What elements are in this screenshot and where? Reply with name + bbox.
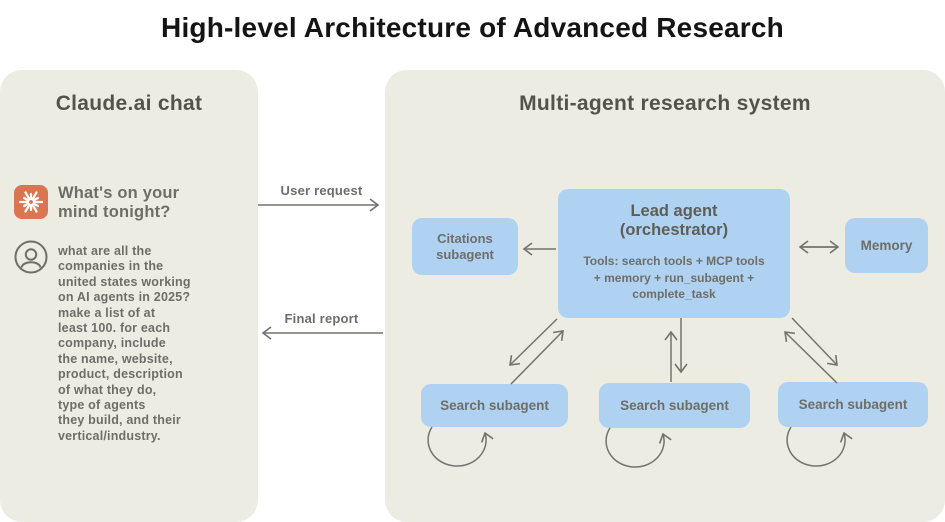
user-avatar-icon (14, 240, 48, 274)
page-title: High-level Architecture of Advanced Rese… (161, 12, 784, 43)
claude-spark-icon (14, 185, 48, 219)
user-request-label: User request (280, 183, 363, 198)
search-subagent-box-2: Search subagent (599, 383, 750, 428)
search-subagent-box-3: Search subagent (778, 382, 928, 427)
search-subagent-box-1: Search subagent (421, 384, 568, 427)
assistant-message-text: What's on your mind tonight? (58, 184, 180, 221)
multi-agent-heading: Multi-agent research system (519, 92, 811, 115)
citations-subagent-box: Citations subagent (412, 218, 518, 275)
memory-box: Memory (845, 218, 928, 273)
claude-chat-heading: Claude.ai chat (55, 92, 203, 115)
claude-chat-panel: Claude.ai chat What's on your mind tonig… (0, 70, 258, 522)
lead-agent-box: Lead agent (orchestrator) Tools: search … (558, 189, 790, 318)
lead-agent-tools-text: Tools: search tools + MCP tools + memory… (583, 254, 765, 301)
user-message-text: what are all the companies in the united… (58, 244, 191, 443)
final-report-label: Final report (284, 311, 359, 326)
multi-agent-system-panel: Multi-agent research system Lead agent (… (385, 70, 945, 522)
lead-agent-title: Lead agent (orchestrator) (619, 202, 729, 239)
